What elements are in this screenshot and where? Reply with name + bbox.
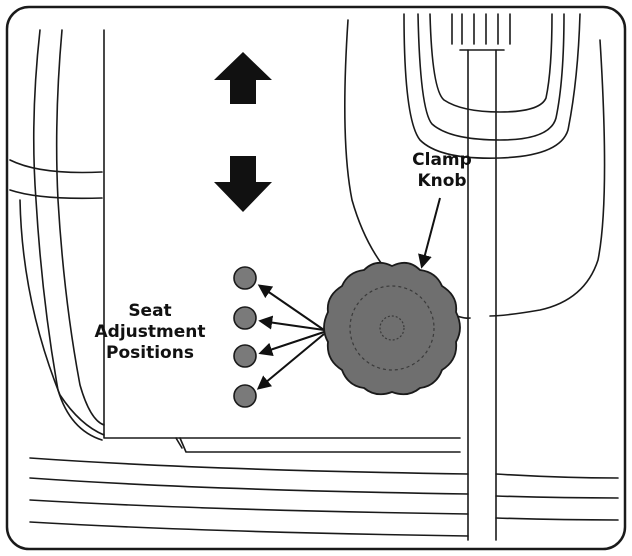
- seat-top-shape: [429, 13, 553, 113]
- pointer-arrow: [257, 284, 325, 331]
- seat-adjustment-label: Seat Adjustment Positions: [82, 301, 218, 364]
- base-line: [29, 477, 469, 495]
- adjustment-hole: [233, 384, 257, 408]
- arrow-down-icon: [214, 156, 272, 212]
- base-line: [495, 473, 619, 479]
- clamp-knob-ring: [349, 285, 435, 371]
- seat-label-line: Adjustment: [94, 322, 206, 342]
- clamp-knob: [323, 261, 461, 396]
- seat-post-left-edge: [103, 29, 461, 439]
- left-frame-tube: [19, 199, 105, 436]
- pointer-arrow: [258, 331, 325, 357]
- clamp-knob-pointer: [418, 197, 441, 269]
- seat-top-shape: [403, 13, 581, 159]
- pointer-arrow: [256, 333, 325, 390]
- left-frame-tube: [32, 29, 103, 441]
- clamp-label-line: Knob: [417, 171, 467, 191]
- left-frame-tube: [55, 29, 105, 426]
- diagram-frame: [5, 5, 627, 551]
- seat-post-bracket: [179, 437, 461, 453]
- seat-post-bracket: [175, 437, 183, 449]
- seat-label-line: Positions: [106, 343, 194, 363]
- seat-body-curve: [489, 39, 606, 317]
- left-frame-tube: [9, 159, 103, 174]
- clamp-knob-center: [379, 315, 405, 341]
- base-line: [495, 517, 619, 521]
- adjustment-hole: [233, 306, 257, 330]
- base-line: [495, 495, 619, 499]
- base-line: [29, 457, 469, 475]
- seat-label-line: Seat: [128, 301, 172, 321]
- arrow-up-icon: [214, 52, 272, 104]
- top-clip: [451, 13, 511, 45]
- clamp-knob-label: Clamp Knob: [392, 150, 492, 192]
- seat-top-shape: [417, 13, 565, 141]
- clamp-label-line: Clamp: [412, 150, 472, 170]
- adjustment-hole: [233, 266, 257, 290]
- pointer-arrow: [258, 315, 325, 331]
- adjustment-hole: [233, 344, 257, 368]
- base-line: [29, 499, 469, 515]
- left-frame-tube: [9, 189, 103, 200]
- base-line: [29, 521, 469, 537]
